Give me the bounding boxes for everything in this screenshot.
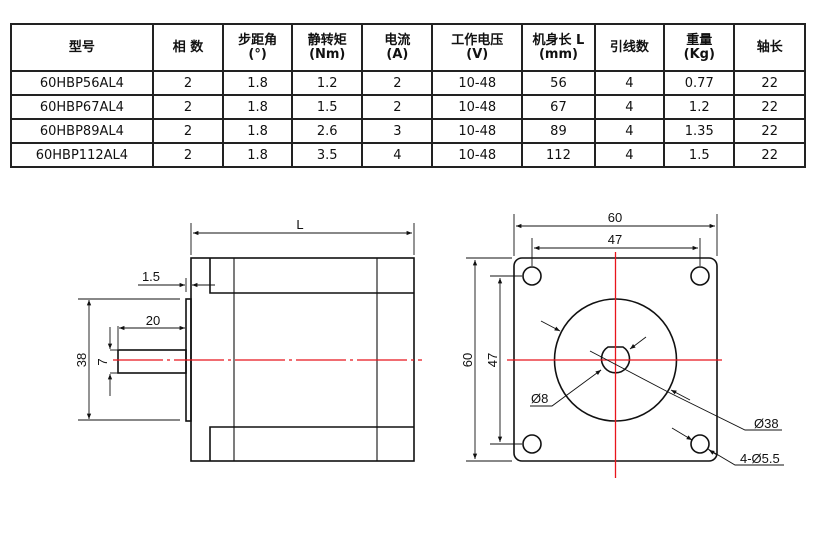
mount-hole bbox=[690, 266, 710, 286]
width-label: 60 bbox=[608, 210, 622, 225]
table-cell: 2 bbox=[151, 70, 225, 96]
table-cell: 1.8 bbox=[222, 142, 293, 168]
column-header: 工作电压(V) bbox=[431, 23, 524, 72]
header-line1: 重量 bbox=[686, 32, 713, 48]
table-cell: 2.6 bbox=[290, 118, 364, 144]
table-cell: 60HBP67AL4 bbox=[10, 94, 154, 120]
header-line1: 电流 bbox=[384, 32, 411, 48]
column-header: 重量(Kg) bbox=[663, 23, 736, 72]
table-cell: 60HBP112AL4 bbox=[10, 142, 154, 168]
header-line1: 步距角 bbox=[238, 32, 278, 48]
table-cell: 89 bbox=[521, 118, 596, 144]
table-cell: 4 bbox=[593, 94, 666, 120]
header-line1: 型号 bbox=[68, 39, 95, 55]
top-endcap bbox=[209, 258, 414, 294]
side-view bbox=[78, 223, 422, 462]
table-cell: 1.2 bbox=[663, 94, 736, 120]
hole-spacing-y-label: 47 bbox=[485, 353, 500, 367]
header-line2: (Kg) bbox=[683, 46, 715, 62]
mount-hole bbox=[522, 434, 542, 454]
table-cell: 4 bbox=[593, 70, 666, 96]
column-header: 相 数 bbox=[151, 23, 225, 72]
table-cell: 1.8 bbox=[222, 94, 293, 120]
table-cell: 1.8 bbox=[222, 118, 293, 144]
header-line2: (mm) bbox=[538, 46, 578, 62]
table-cell: 1.5 bbox=[663, 142, 736, 168]
mount-holes-label: 4-Ø5.5 bbox=[740, 451, 780, 466]
table-cell: 22 bbox=[733, 70, 806, 96]
column-header: 机身长 L(mm) bbox=[521, 23, 596, 72]
table-cell: 10-48 bbox=[431, 142, 524, 168]
table-cell: 60HBP89AL4 bbox=[10, 118, 154, 144]
bottom-endcap bbox=[209, 426, 414, 461]
column-header: 静转矩(Nm) bbox=[290, 23, 364, 72]
shaft-circle bbox=[600, 346, 631, 374]
shaft-diameter-label: 7 bbox=[95, 358, 110, 365]
mount-hole bbox=[522, 266, 542, 286]
shaft-length-label: 20 bbox=[146, 313, 160, 328]
header-line2: (V) bbox=[466, 46, 489, 62]
column-header: 步距角(°) bbox=[222, 23, 293, 72]
shaft bbox=[117, 349, 187, 374]
mount-hole bbox=[690, 434, 710, 454]
shaft-diameter-label: Ø8 bbox=[531, 391, 548, 406]
column-header: 轴长 bbox=[733, 23, 806, 72]
table-cell: 4 bbox=[593, 142, 666, 168]
table-cell: 1.5 bbox=[290, 94, 364, 120]
hole-spacing-x-label: 47 bbox=[608, 232, 622, 247]
height-label: 60 bbox=[460, 353, 475, 367]
table-cell: 10-48 bbox=[431, 118, 524, 144]
table-cell: 3.5 bbox=[290, 142, 364, 168]
table-cell: 1.35 bbox=[663, 118, 736, 144]
boss-diameter-label: 38 bbox=[74, 353, 89, 367]
header-line1: 引线数 bbox=[609, 39, 649, 55]
header-line2: (Nm) bbox=[309, 46, 346, 62]
header-line1: 工作电压 bbox=[451, 32, 504, 48]
boss-diameter-label: Ø38 bbox=[754, 416, 779, 431]
header-line2: (°) bbox=[248, 46, 267, 62]
table-cell: 2 bbox=[151, 142, 225, 168]
table-cell: 0.77 bbox=[663, 70, 736, 96]
table-cell: 4 bbox=[593, 118, 666, 144]
header-line1: 相 数 bbox=[172, 39, 204, 55]
column-header: 引线数 bbox=[593, 23, 666, 72]
flange-thickness-label: 1.5 bbox=[142, 269, 160, 284]
header-line1: 轴长 bbox=[756, 39, 783, 55]
header-line1: 静转矩 bbox=[307, 32, 347, 48]
table-cell: 56 bbox=[521, 70, 596, 96]
table-cell: 22 bbox=[733, 118, 806, 144]
table-cell: 2 bbox=[151, 118, 225, 144]
table-header-row: 型号相 数步距角(°)静转矩(Nm)电流(A)工作电压(V)机身长 L(mm)引… bbox=[10, 23, 806, 72]
column-header: 电流(A) bbox=[361, 23, 434, 72]
header-line2: (A) bbox=[386, 46, 409, 62]
table-cell: 67 bbox=[521, 94, 596, 120]
table-cell: 2 bbox=[361, 94, 434, 120]
table-cell: 3 bbox=[361, 118, 434, 144]
table-cell: 4 bbox=[361, 142, 434, 168]
table-cell: 10-48 bbox=[431, 94, 524, 120]
column-header: 型号 bbox=[10, 23, 154, 72]
table-cell: 2 bbox=[361, 70, 434, 96]
spec-table: 型号相 数步距角(°)静转矩(Nm)电流(A)工作电压(V)机身长 L(mm)引… bbox=[10, 23, 806, 168]
table-cell: 10-48 bbox=[431, 70, 524, 96]
table-cell: 1.8 bbox=[222, 70, 293, 96]
front-view bbox=[466, 214, 784, 478]
table-cell: 22 bbox=[733, 94, 806, 120]
table-cell: 22 bbox=[733, 142, 806, 168]
header-line1: 机身长 L bbox=[532, 32, 585, 48]
table-cell: 60HBP56AL4 bbox=[10, 70, 154, 96]
length-label: L bbox=[296, 217, 303, 232]
table-cell: 112 bbox=[521, 142, 596, 168]
table-cell: 1.2 bbox=[290, 70, 364, 96]
table-cell: 2 bbox=[151, 94, 225, 120]
